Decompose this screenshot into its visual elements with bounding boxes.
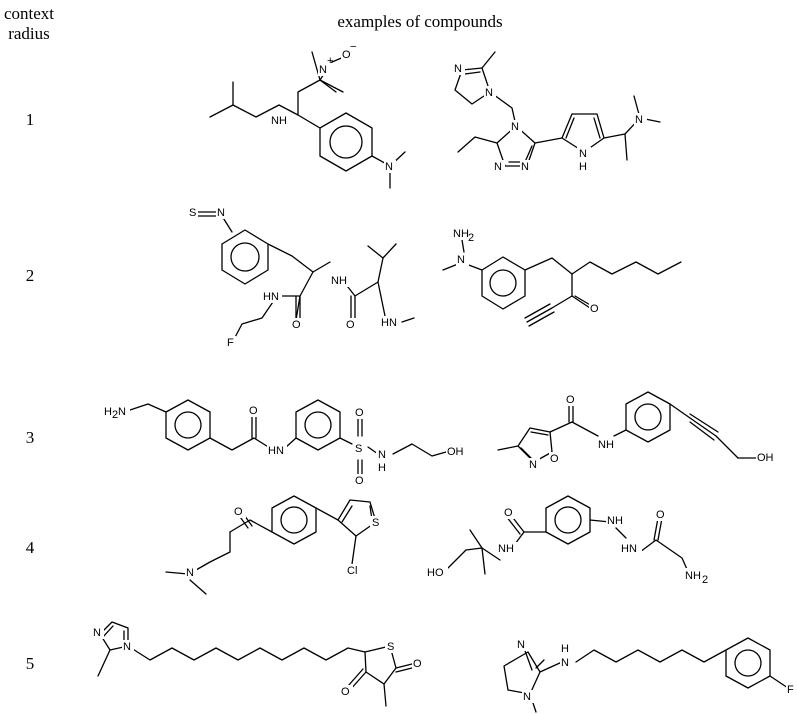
radius-label-2: 2 xyxy=(25,266,35,285)
atom-subscript: 2 xyxy=(112,409,118,421)
atom-label: F xyxy=(227,337,234,349)
atom-label: N xyxy=(517,639,525,651)
atom-label: N xyxy=(485,87,493,99)
header-line-2: radius xyxy=(8,24,50,43)
atom-label: N xyxy=(511,121,519,133)
radius-label-5: 5 xyxy=(25,654,35,673)
atom-label: Cl xyxy=(347,565,357,577)
atom-label: N xyxy=(635,114,643,126)
atom-label: O xyxy=(292,319,301,331)
examples-header: examples of compounds xyxy=(337,12,503,31)
atom-label: H xyxy=(378,462,386,474)
atom-label: NH xyxy=(598,439,614,451)
atom-label: O xyxy=(413,658,422,670)
atom-label: NH xyxy=(607,515,623,527)
atom-label: OH xyxy=(447,446,464,458)
atom-label: HN xyxy=(381,317,397,329)
atom-label: S xyxy=(355,443,362,455)
atom-label: H xyxy=(579,161,587,173)
atom-subscript: 2 xyxy=(468,232,474,244)
atom-label: N xyxy=(521,161,529,173)
atom-label: O xyxy=(550,453,559,465)
atom-label: N xyxy=(217,207,225,219)
compound-r2-left: S N NH HN O O HN F xyxy=(188,206,415,349)
atom-label: NH xyxy=(685,570,701,582)
atom-label: O xyxy=(234,506,243,518)
charge-label: + xyxy=(327,55,333,67)
atom-label: HO xyxy=(427,567,444,579)
charge-label: − xyxy=(350,41,356,53)
atom-label: H xyxy=(104,406,112,418)
atom-label: O xyxy=(504,507,513,519)
atom-label: O xyxy=(656,509,665,521)
atom-label: OH xyxy=(757,452,774,464)
compound-r3-right: N O O NH OH xyxy=(497,391,776,471)
atom-label: NH xyxy=(498,543,514,555)
atom-label: NH xyxy=(271,115,287,127)
radius-label-3: 3 xyxy=(25,428,35,447)
atom-label: N xyxy=(118,406,126,418)
atom-label: H xyxy=(561,643,569,655)
atom-label: S xyxy=(189,207,196,219)
atom-subscript: 2 xyxy=(702,574,708,586)
atom-label: F xyxy=(787,684,794,696)
atom-label: S xyxy=(372,517,379,529)
atom-label: N xyxy=(494,161,502,173)
atom-label: N xyxy=(529,459,537,471)
compound-r1-right: N N N N N N H N xyxy=(453,51,661,173)
compound-r4-right: HO NH O NH HN O NH 2 xyxy=(426,495,712,586)
atom-label: O xyxy=(342,49,351,61)
atom-label: S xyxy=(387,641,394,653)
context-radius-header: context radius xyxy=(0,4,58,44)
compound-r5-right: N N N H F xyxy=(503,637,796,713)
atom-label: O xyxy=(355,407,364,419)
atom-label: N xyxy=(319,64,327,76)
compound-r3-left: H 2 N O HN S O O N H OH xyxy=(104,399,466,487)
atom-label: HN xyxy=(268,445,284,457)
atom-label: N xyxy=(186,567,194,579)
atom-label: O xyxy=(346,319,355,331)
atom-label: N xyxy=(385,161,393,173)
radius-label-1: 1 xyxy=(25,110,35,129)
header-line-1: context xyxy=(3,4,55,23)
atom-label: N xyxy=(561,657,569,669)
atom-label: O xyxy=(355,475,364,487)
atom-label: O xyxy=(341,686,350,698)
radius-label-4: 4 xyxy=(25,538,35,557)
atom-label: O xyxy=(590,303,599,315)
atom-label: N xyxy=(523,691,531,703)
atom-label: HN xyxy=(621,543,637,555)
atom-label: N xyxy=(457,254,465,266)
atom-label: N xyxy=(454,63,462,75)
atom-label: O xyxy=(566,394,575,406)
compound-r5-left: N N S O O xyxy=(92,621,425,707)
atom-label: NH xyxy=(331,275,347,287)
atom-label: N xyxy=(378,449,386,461)
atom-label: N xyxy=(123,641,131,653)
atom-label: NH xyxy=(453,228,469,240)
compound-r4-left: O N S Cl xyxy=(165,495,381,595)
atom-label: N xyxy=(93,627,101,639)
atom-label: O xyxy=(249,405,258,417)
compound-r2-right: NH 2 N O xyxy=(442,226,682,327)
atom-label: N xyxy=(579,148,587,160)
atom-label: HN xyxy=(263,291,279,303)
compound-r1-left: NH N + O − N xyxy=(209,41,406,189)
